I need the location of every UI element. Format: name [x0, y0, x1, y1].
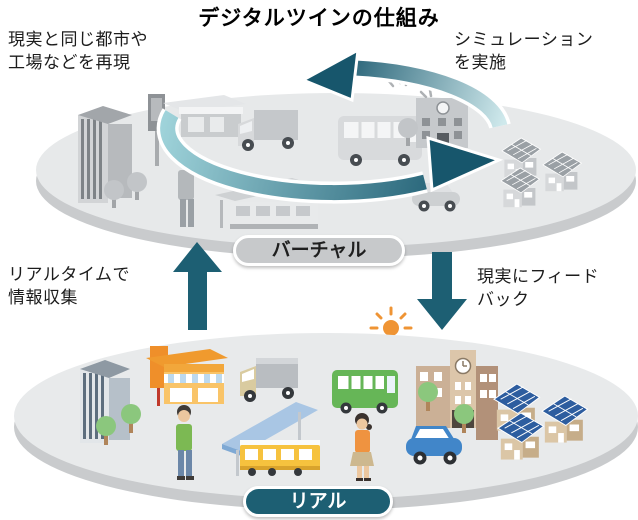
pedestrian	[176, 405, 194, 480]
tram-station	[222, 402, 320, 476]
shop-gray	[163, 95, 246, 137]
car	[406, 426, 462, 465]
cycle-arrows-icon	[156, 47, 511, 204]
diagram-title: デジタルツインの仕組み	[198, 7, 440, 30]
woman-pedestrian	[350, 413, 374, 481]
bus	[332, 370, 398, 414]
arrow-down-icon	[417, 252, 467, 330]
real-label-badge: リアル	[243, 486, 393, 517]
shop	[146, 346, 228, 406]
annotation-realtime-collection: リアルタイムで 情報収集	[8, 265, 130, 307]
school-gray	[416, 98, 468, 148]
truck	[240, 358, 298, 402]
real-city	[80, 346, 589, 481]
truck-gray	[238, 110, 298, 151]
annotation-virtual-creation: 現実と同じ都市や 工場などを再現	[8, 30, 148, 72]
arrow-up-icon	[173, 242, 222, 330]
school	[416, 350, 498, 440]
annotation-simulation: シミュレーション を実施	[454, 30, 594, 72]
virtual-label-badge: バーチャル	[233, 235, 405, 266]
annotation-feedback: 現実にフィード バック	[477, 267, 600, 309]
